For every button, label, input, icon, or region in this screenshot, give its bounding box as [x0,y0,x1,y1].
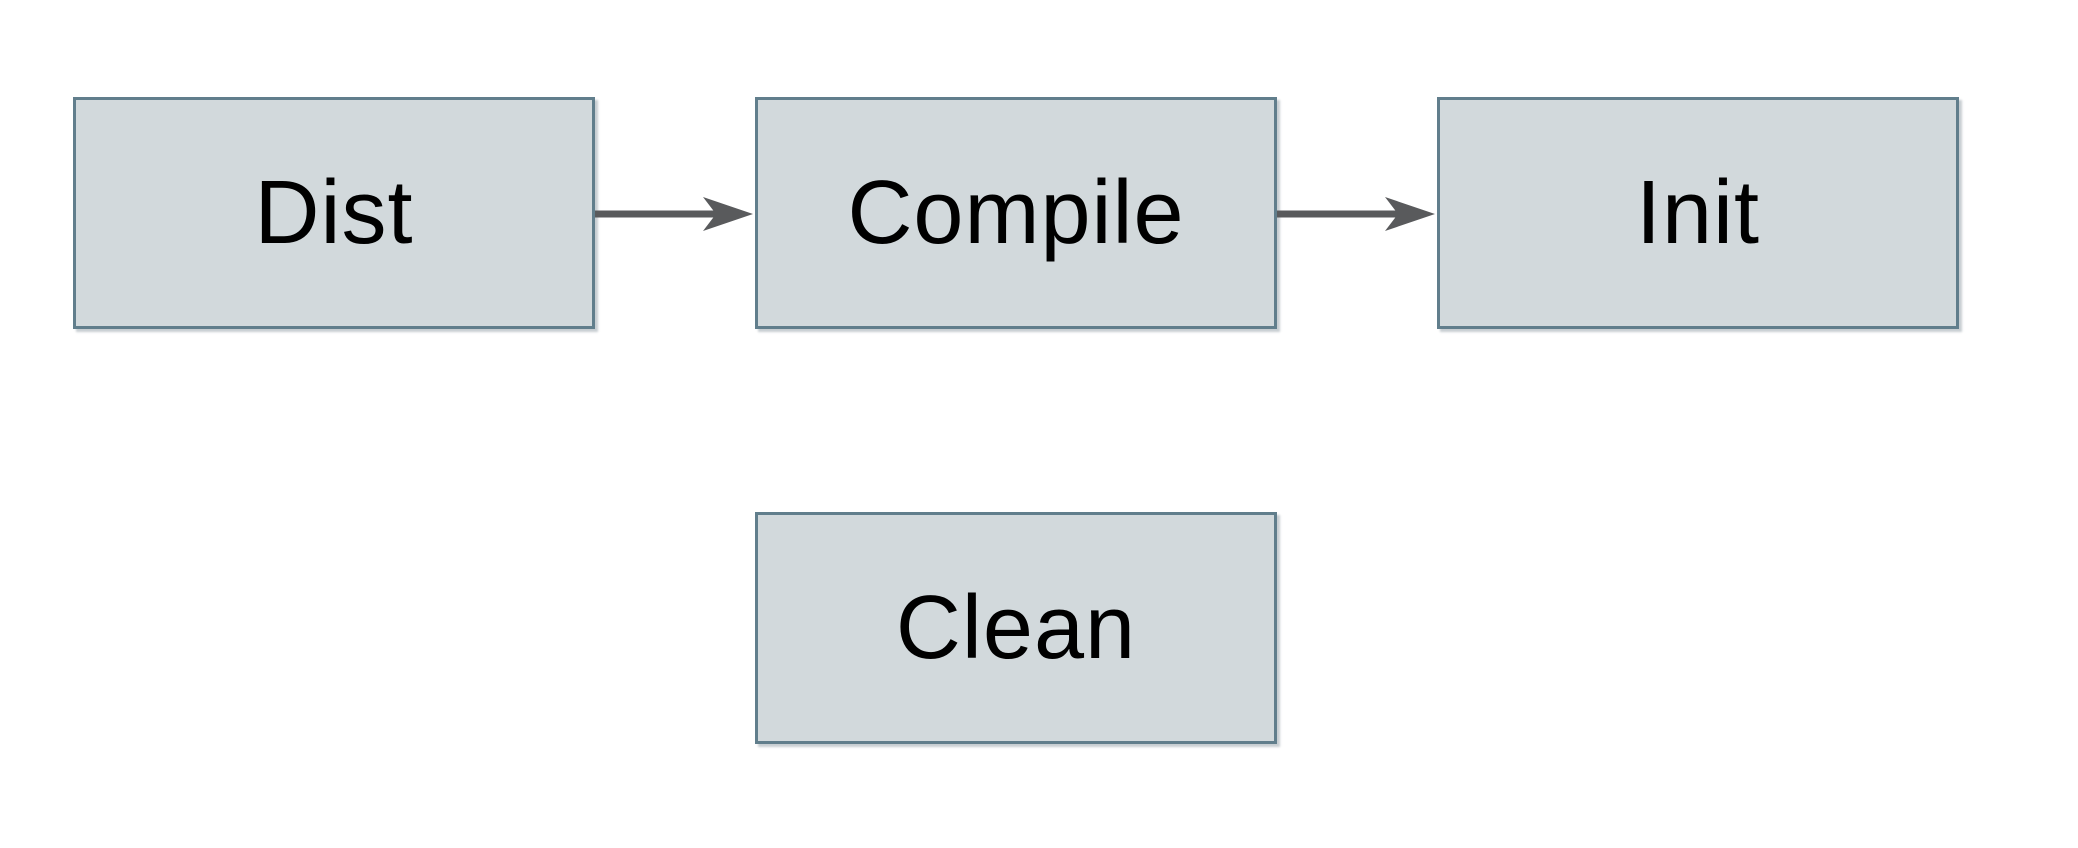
arrow-shaft [595,210,721,218]
node-dist-label: Dist [254,163,414,263]
node-compile: Compile [755,97,1277,329]
node-compile-label: Compile [847,163,1185,263]
arrow-compile-to-init-icon [1277,197,1435,231]
node-init-label: Init [1635,163,1761,263]
node-dist: Dist [73,97,595,329]
node-init: Init [1437,97,1959,329]
arrow-dist-to-compile-icon [595,197,753,231]
arrow-head-icon [1385,197,1435,231]
node-clean-label: Clean [895,578,1137,678]
arrow-head-icon [703,197,753,231]
node-clean: Clean [755,512,1277,744]
arrow-shaft [1277,210,1403,218]
